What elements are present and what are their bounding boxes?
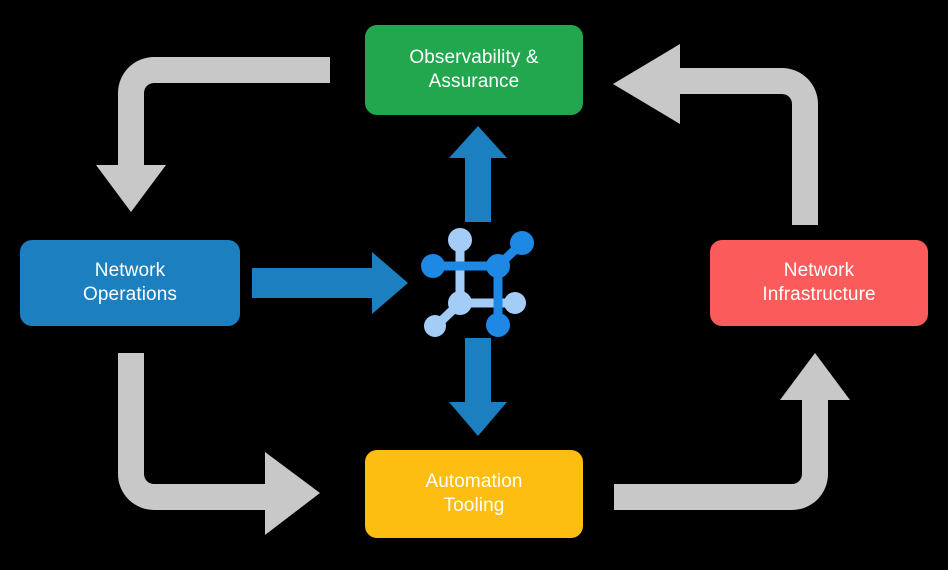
flow-arrow-observability-to-operations: [96, 57, 330, 212]
flow-arrow-infrastructure-to-observability: [613, 44, 818, 225]
accent-arrow-center-to-automation: [449, 338, 507, 436]
network-topology-icon: [421, 228, 534, 337]
node-automation-tooling-label: Automation Tooling: [425, 471, 523, 516]
flow-arrow-automation-to-infrastructure: [614, 353, 850, 510]
topology-nodes-primary: [421, 231, 534, 337]
node-observability-assurance-label: Observability & Assurance: [409, 47, 539, 92]
node-observability-assurance[interactable]: Observability & Assurance: [365, 25, 583, 115]
node-network-operations-label: Network Operations: [83, 260, 177, 305]
topology-nodes-secondary: [424, 228, 526, 337]
node-automation-tooling[interactable]: Automation Tooling: [365, 450, 583, 538]
node-network-infrastructure[interactable]: Network Infrastructure: [710, 240, 928, 326]
accent-arrow-ops-to-center: [252, 252, 408, 314]
node-network-infrastructure-label: Network Infrastructure: [762, 260, 876, 305]
accent-arrow-center-to-observability: [449, 126, 507, 222]
topology-edges-secondary: [432, 235, 520, 330]
node-network-operations[interactable]: Network Operations: [20, 240, 240, 326]
flow-arrow-operations-to-automation: [118, 353, 320, 535]
